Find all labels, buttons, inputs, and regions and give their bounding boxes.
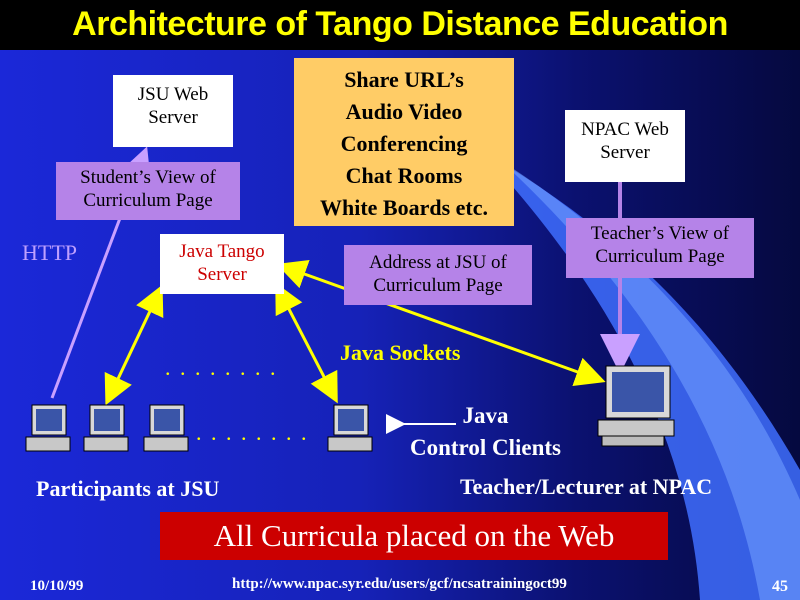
- curricula-banner: All Curricula placed on the Web: [160, 512, 668, 560]
- swoosh-highlight: [500, 160, 800, 600]
- share-line-4: Chat Rooms: [345, 162, 463, 188]
- slide-title: Architecture of Tango Distance Education: [72, 5, 728, 43]
- jsu-web-server-box: JSU Web Server: [113, 75, 233, 147]
- teacher-view-box: Teacher’s View of Curriculum Page: [566, 218, 754, 278]
- computer-icon-student-4: [327, 404, 373, 452]
- ellipsis-upper: . . . . . . . .: [165, 355, 278, 380]
- teacher-lecturer-label: Teacher/Lecturer at NPAC: [460, 474, 713, 499]
- student-view-line2: Curriculum Page: [83, 190, 213, 212]
- java-tango-line1: Java Tango: [179, 241, 265, 262]
- title-bar: [0, 0, 800, 50]
- java-control-line1: Java: [462, 403, 509, 428]
- npac-server-line2: Server: [600, 142, 650, 164]
- computer-icon-teacher: [597, 365, 675, 447]
- computer-icon-student-2: [83, 404, 129, 452]
- http-label: HTTP: [22, 240, 77, 265]
- footer-date: 10/10/99: [30, 578, 84, 594]
- teacher-view-line1: Teacher’s View of: [590, 223, 730, 244]
- java-control-line2: Control Clients: [410, 435, 561, 461]
- jsu-server-line2: Server: [148, 107, 198, 129]
- jsu-server-line1: JSU Web: [137, 84, 209, 105]
- address-line1: Address at JSU of: [369, 252, 507, 273]
- java-tango-line2: Server: [197, 264, 247, 286]
- share-line-2: Audio Video: [345, 98, 463, 124]
- npac-web-server-box: NPAC Web Server: [565, 110, 685, 182]
- npac-server-line1: NPAC Web: [581, 119, 669, 140]
- address-line2: Curriculum Page: [373, 275, 503, 297]
- student-view-box: Student’s View of Curriculum Page: [56, 162, 240, 220]
- java-tango-server-box: Java Tango Server: [160, 234, 284, 294]
- tango-arrow-client2: [104, 284, 164, 406]
- share-features-box: Share URL’s Audio Video Conferencing Cha…: [294, 58, 514, 226]
- share-line-1: Share URL’s: [344, 67, 464, 92]
- java-control-clients-label: Java Control Clients: [398, 400, 573, 464]
- java-sockets-arrow: [276, 259, 606, 387]
- java-sockets-label: Java Sockets: [340, 340, 461, 365]
- share-line-3: Conferencing: [340, 130, 468, 156]
- computer-icon-student-1: [25, 404, 71, 452]
- student-view-line1: Student’s View of: [80, 167, 216, 188]
- address-box: Address at JSU of Curriculum Page: [344, 245, 532, 305]
- teacher-view-line2: Curriculum Page: [595, 246, 725, 268]
- footer-url[interactable]: http://www.npac.syr.edu/users/gcf/ncsatr…: [232, 576, 567, 592]
- page-number: 45: [772, 578, 788, 595]
- computer-icon-student-3: [143, 404, 189, 452]
- participants-label: Participants at JSU: [36, 476, 220, 501]
- share-line-5: White Boards etc.: [319, 194, 489, 220]
- tango-arrow-client4: [275, 282, 338, 404]
- ellipsis-lower: . . . . . . . .: [196, 420, 309, 445]
